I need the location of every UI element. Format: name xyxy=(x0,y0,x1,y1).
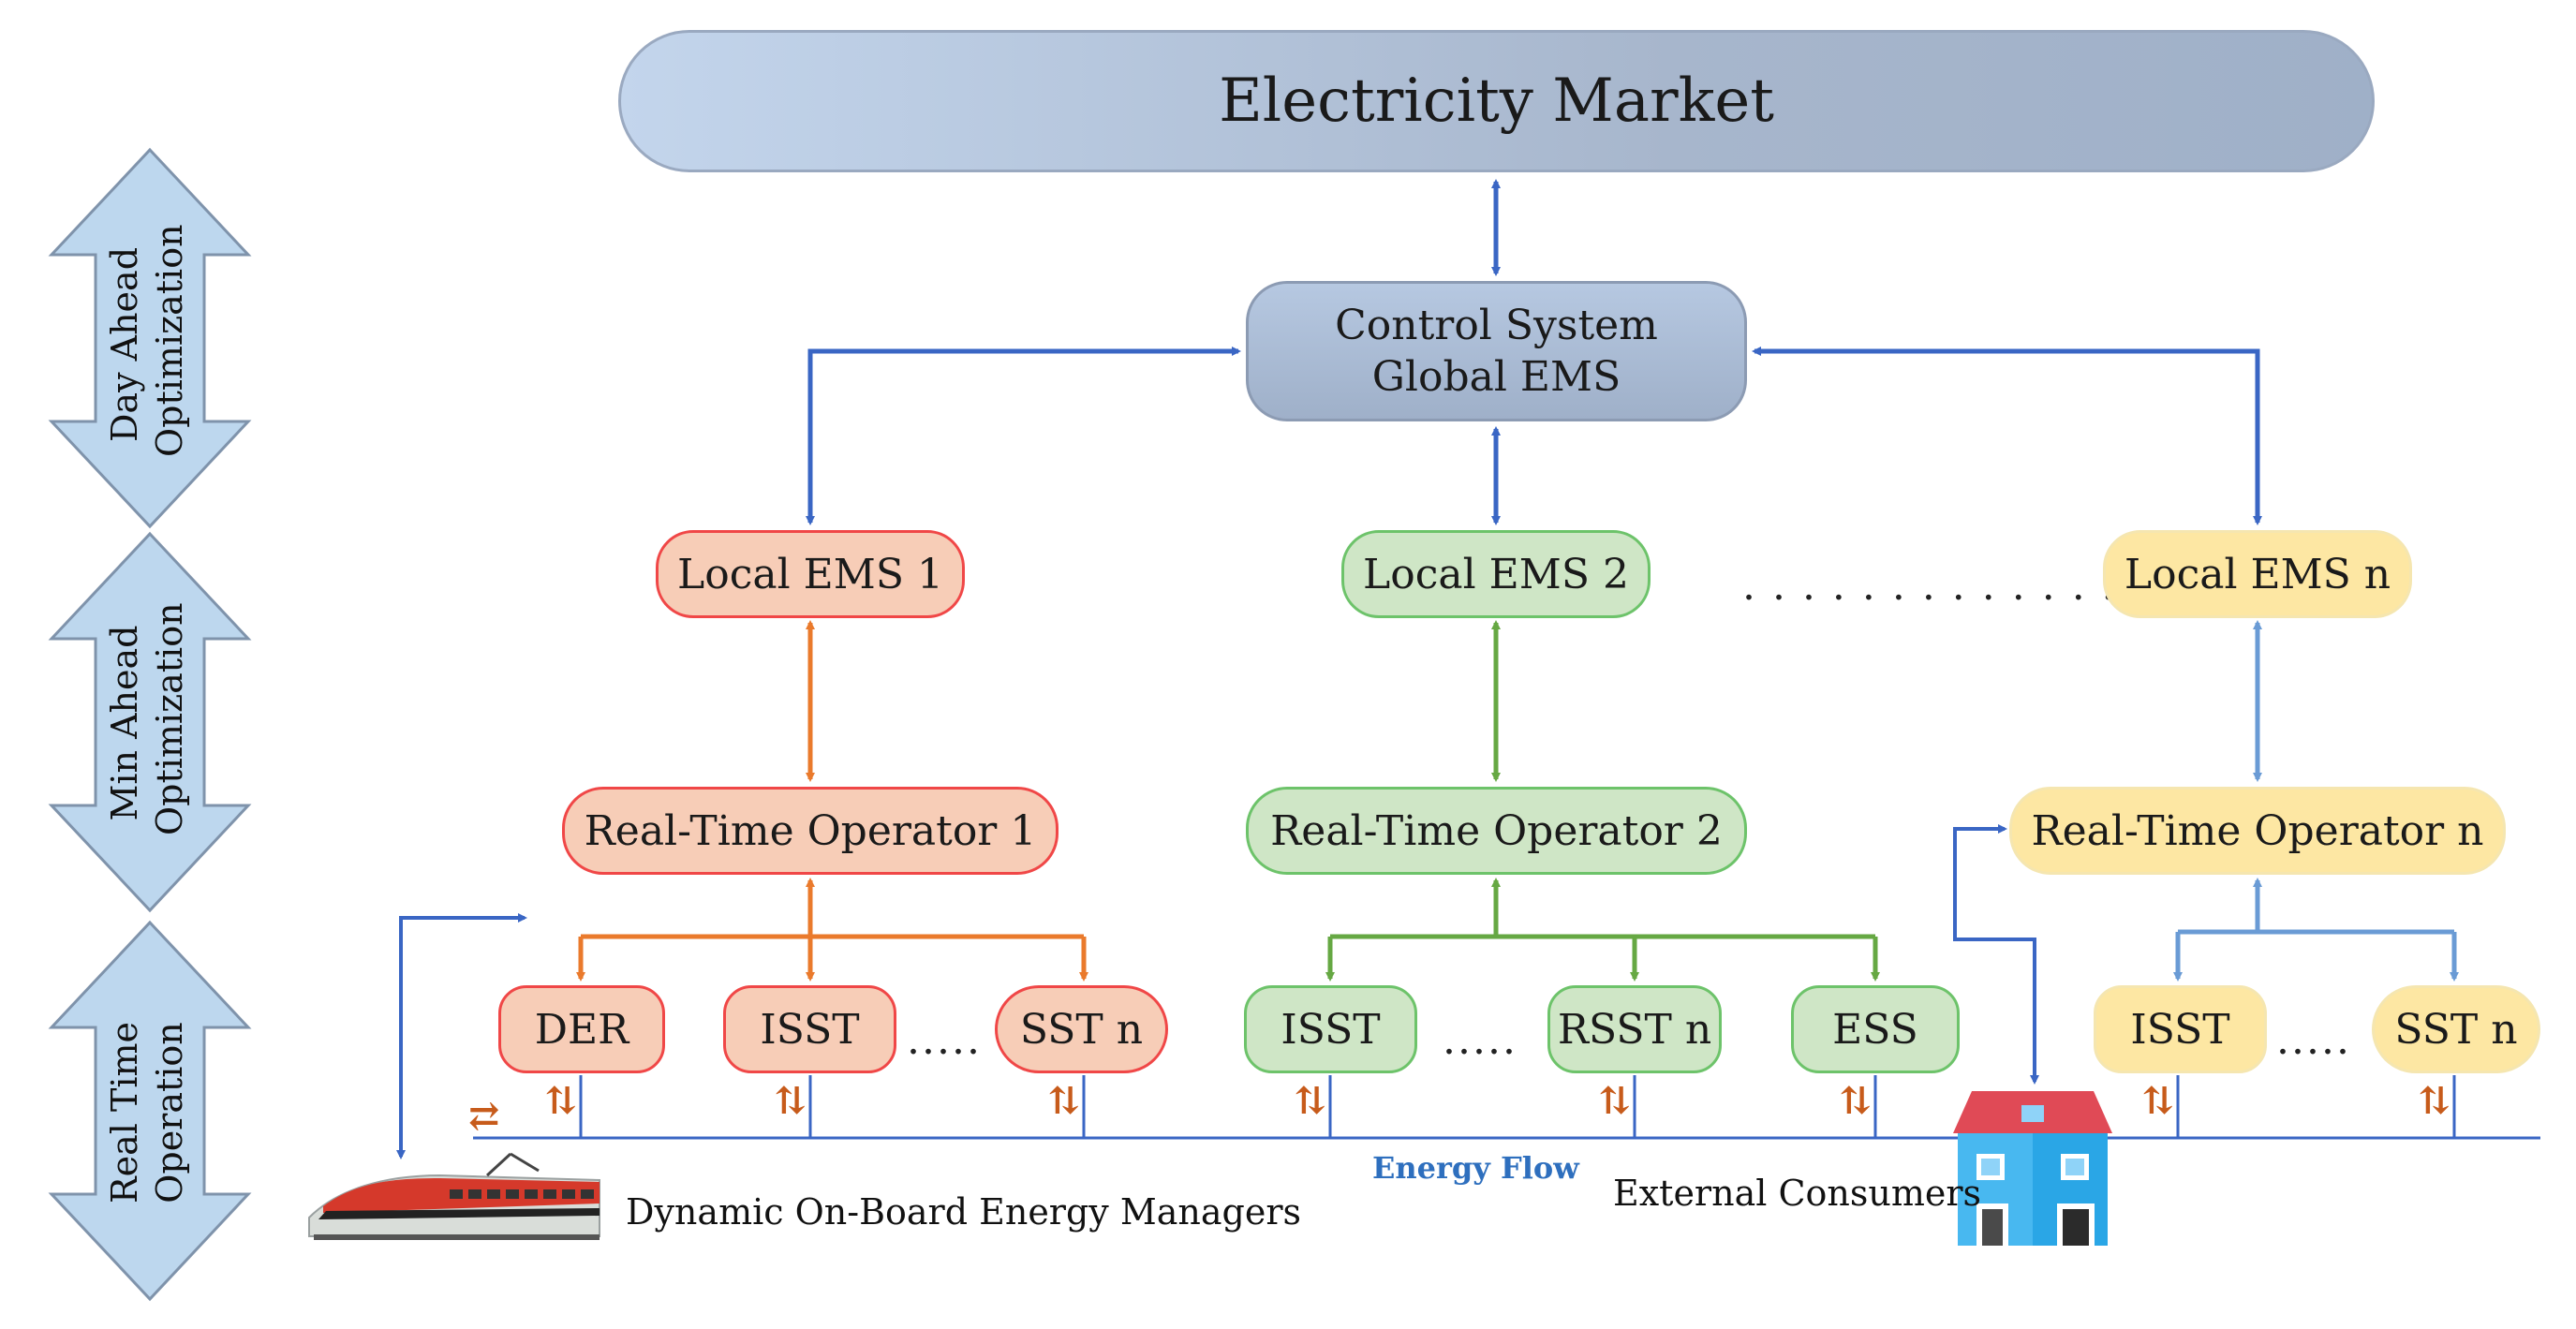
rto-n-label: Real-Time Operator n xyxy=(2031,806,2484,855)
device-sst-n-3: SST n xyxy=(2372,985,2540,1073)
train-icon xyxy=(308,1152,600,1240)
side-label-min-ahead: Min Ahead Optimization xyxy=(103,602,197,835)
side-label-day-ahead: Day Ahead Optimization xyxy=(103,224,197,457)
rto-n-node: Real-Time Operator n xyxy=(2009,787,2506,875)
group1-ellipsis: ..... xyxy=(907,1016,982,1064)
bus-drops xyxy=(579,1075,2456,1138)
flow-icon-sst-n-1: ⇅ xyxy=(1048,1079,1080,1123)
side-arrow-day-ahead xyxy=(48,147,252,529)
local-ems-1-label: Local EMS 1 xyxy=(677,550,943,598)
consumer-control-link xyxy=(1953,824,2039,1085)
device-isst-1-label: ISST xyxy=(760,1005,860,1054)
device-rsst-n-label: RSST n xyxy=(1557,1005,1712,1054)
rto-2-node: Real-Time Operator 2 xyxy=(1246,787,1747,875)
flow-icon-rsst-n: ⇅ xyxy=(1599,1079,1631,1123)
device-isst-3: ISST xyxy=(2094,985,2267,1073)
device-isst-2-label: ISST xyxy=(1281,1005,1381,1054)
local-ems-n-node: Local EMS n xyxy=(2103,530,2412,618)
rton-device-tree xyxy=(2173,878,2459,982)
local-ems-1-node: Local EMS 1 xyxy=(656,530,965,618)
train-control-link xyxy=(396,913,527,1159)
flow-icon-der: ⇅ xyxy=(545,1079,577,1123)
side-label-day-ahead-line2: Optimization xyxy=(148,224,190,457)
local-ems-n-label: Local EMS n xyxy=(2124,550,2391,598)
device-ess: ESS xyxy=(1791,985,1960,1073)
flow-icon-ess: ⇅ xyxy=(1840,1079,1872,1123)
train-label: Dynamic On-Board Energy Managers xyxy=(626,1191,1302,1233)
global-ems-line2: Global EMS xyxy=(1371,353,1621,401)
side-label-day-ahead-line1: Day Ahead xyxy=(104,246,145,443)
rto-1-node: Real-Time Operator 1 xyxy=(562,787,1059,875)
device-isst-1: ISST xyxy=(723,985,896,1073)
device-sst-n-1: SST n xyxy=(995,985,1168,1073)
rto2-device-tree xyxy=(1325,878,1880,982)
device-sst-n-1-label: SST n xyxy=(1019,1005,1144,1054)
flow-icon-isst-2: ⇅ xyxy=(1295,1079,1326,1123)
local-ems-2-label: Local EMS 2 xyxy=(1363,550,1629,598)
flow-icon-sst-n-3: ⇅ xyxy=(2419,1079,2450,1123)
device-rsst-n: RSST n xyxy=(1547,985,1722,1073)
electricity-market-label: Electricity Market xyxy=(1219,66,1774,136)
rto-2-label: Real-Time Operator 2 xyxy=(1270,806,1723,855)
energy-flow-label: Energy Flow xyxy=(1372,1150,1579,1186)
electricity-market-node: Electricity Market xyxy=(618,30,2375,172)
device-der: DER xyxy=(498,985,665,1073)
house-icon xyxy=(1953,1091,2112,1246)
device-ess-label: ESS xyxy=(1832,1005,1918,1054)
flow-icon-isst-3: ⇅ xyxy=(2142,1079,2174,1123)
group3-ellipsis: ..... xyxy=(2276,1016,2351,1064)
side-arrow-min-ahead xyxy=(48,531,252,913)
device-der-label: DER xyxy=(534,1005,629,1054)
global-ems-line1: Control System xyxy=(1335,302,1658,349)
flow-icon-isst-1: ⇅ xyxy=(775,1079,807,1123)
device-isst-2: ISST xyxy=(1244,985,1417,1073)
global-local1-link xyxy=(806,347,1241,525)
side-label-min-ahead-line2: Optimization xyxy=(148,602,190,835)
device-isst-3-label: ISST xyxy=(2130,1005,2230,1054)
global-localn-link xyxy=(1752,347,2262,525)
consumers-label: External Consumers xyxy=(1613,1173,1982,1214)
exchange-icon-train: ⇄ xyxy=(468,1094,500,1138)
rto1-device-tree xyxy=(576,878,1088,982)
group2-ellipsis: ..... xyxy=(1443,1016,1517,1064)
local-ems-ellipsis: . . . . . . . . . . . . . xyxy=(1742,562,2117,610)
local-ems-2-node: Local EMS 2 xyxy=(1341,530,1651,618)
side-label-real-time: Real Time Operation xyxy=(103,1000,197,1225)
global-ems-node: Control System Global EMS xyxy=(1246,281,1747,421)
side-label-min-ahead-line1: Min Ahead xyxy=(104,625,145,821)
side-label-real-time-line2: Operation xyxy=(148,1022,190,1203)
side-label-real-time-line1: Real Time xyxy=(104,1022,145,1204)
device-sst-n-3-label: SST n xyxy=(2394,1005,2518,1054)
rto-1-label: Real-Time Operator 1 xyxy=(584,806,1037,855)
side-arrow-real-time xyxy=(48,920,252,1302)
